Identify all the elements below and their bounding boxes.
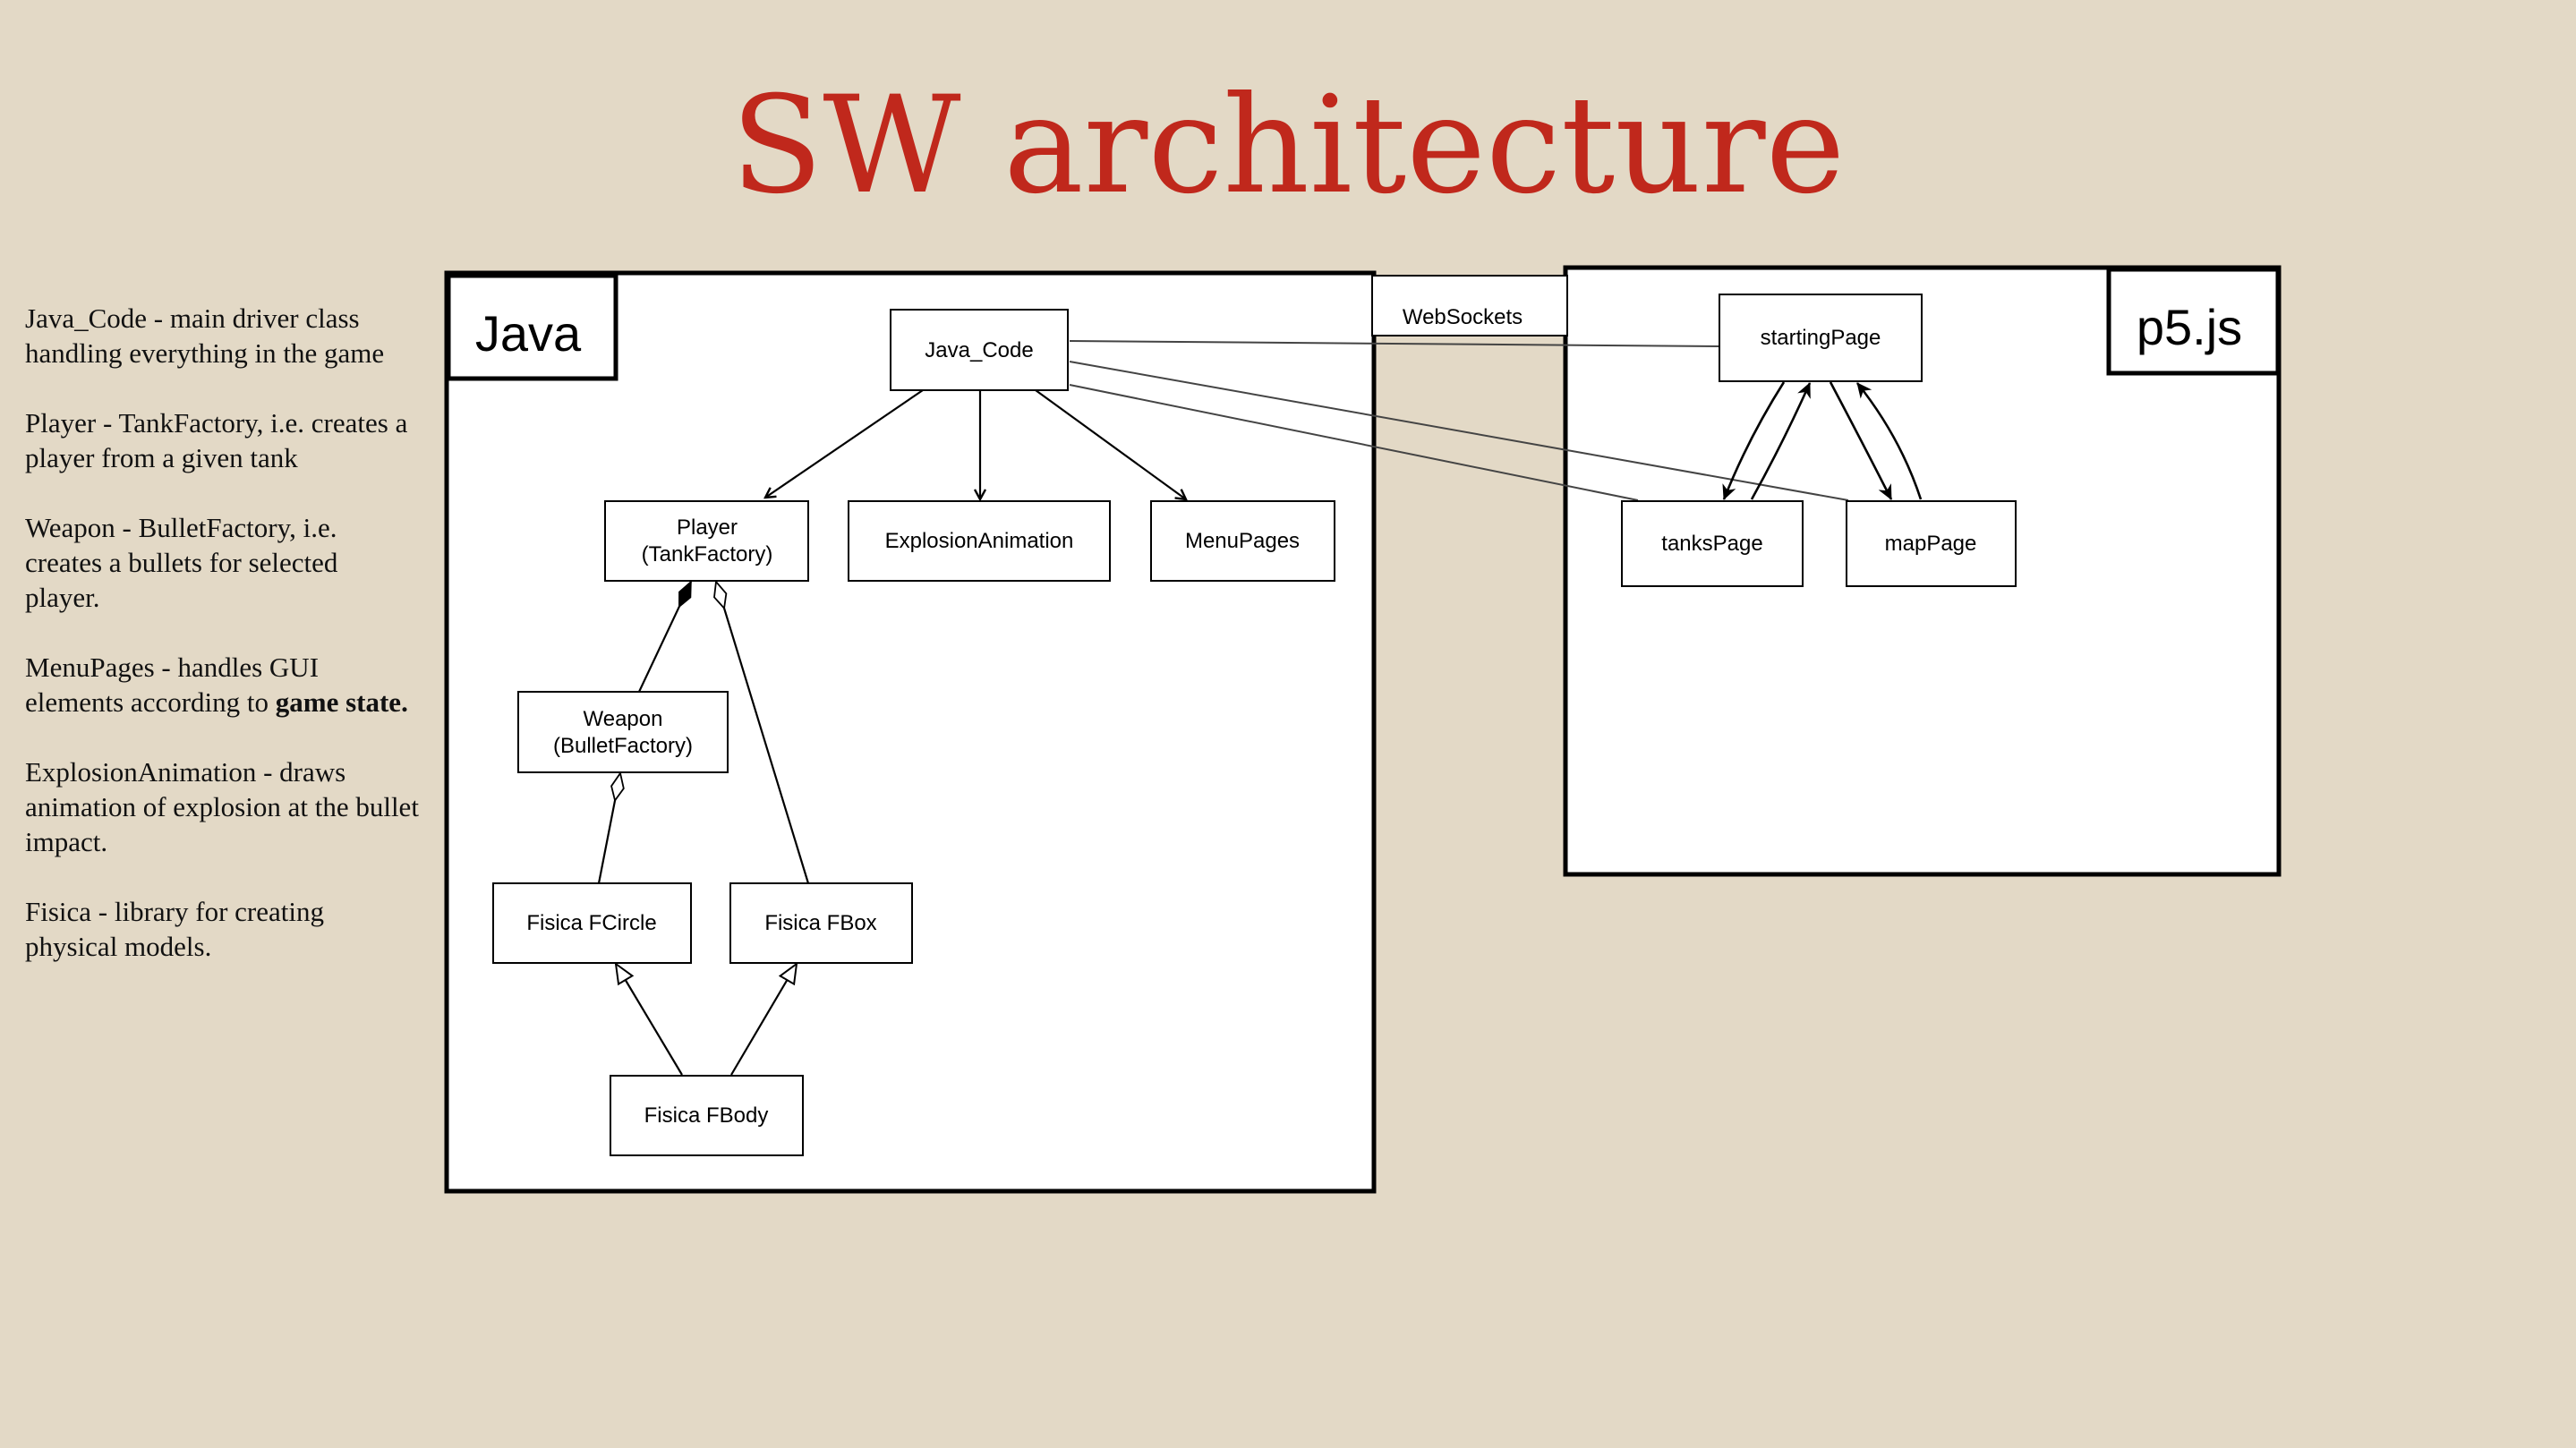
websockets-label: WebSockets [1403,305,1523,329]
note-menupages-bold: game state. [275,686,408,718]
java-label-box [446,273,618,381]
fbox-box [729,882,913,964]
menupages-label: MenuPages [1185,529,1300,553]
edge-tankspage-startingpage [1750,382,1812,500]
explosion-label: ExplosionAnimation [885,529,1074,553]
edge-javacode-player [765,389,924,498]
p5js-label: p5.js [2137,299,2242,355]
fbody-box [610,1075,804,1156]
tanks-page-label: tanksPage [1661,532,1762,556]
fbody-label: Fisica FBody [644,1103,769,1128]
note-fisica-text: Fisica - library for creating physical m… [25,896,324,962]
note-menupages: MenuPages - handles GUI elements accordi… [25,650,419,720]
java-label: Java [475,305,582,362]
websockets-box [1371,275,1568,336]
edge-fcircle-weapon [597,773,620,884]
weapon-box [517,691,729,773]
note-player-text: Player - TankFactory, i.e. creates a pla… [25,407,408,473]
edge-fbody-fbox [730,964,797,1076]
weapon-label-line2: (BulletFactory) [553,734,693,758]
note-player: Player - TankFactory, i.e. creates a pla… [25,405,419,475]
player-box [604,500,809,582]
tanks-page-box [1621,500,1804,587]
edge-javacode-tankspage [1069,384,1639,501]
edge-javacode-startingpage [1069,340,1720,347]
note-weapon-text: Weapon - BulletFactory, i.e. creates a b… [25,512,338,613]
edge-fbody-fcircle [616,964,683,1076]
notes-panel: Java_Code - main driver class handling e… [25,301,419,999]
note-explosion-text: ExplosionAnimation - draws animation of … [25,756,419,857]
p5js-label-box [2106,267,2281,376]
fbox-label: Fisica FBox [764,911,876,935]
fcircle-box [492,882,692,964]
edge-mappage-startingpage [1855,382,1923,500]
edge-weapon-player [638,582,692,693]
player-label-line2: (TankFactory) [642,542,773,566]
map-page-label: mapPage [1885,532,1977,556]
fcircle-label: Fisica FCircle [526,911,656,935]
note-fisica: Fisica - library for creating physical m… [25,894,419,964]
map-page-box [1846,500,2017,587]
note-menupages-text: MenuPages - handles GUI elements accordi… [25,652,320,718]
edge-startingpage-mappage [1829,381,1893,500]
slide-title: SW architecture [730,68,1846,224]
player-label-line1: Player [677,515,738,540]
java-code-label: Java_Code [925,338,1033,362]
menupages-box [1150,500,1335,582]
starting-page-box [1719,294,1923,382]
edge-fbox-player [716,582,810,884]
edge-javacode-mappage [1069,361,1849,501]
note-explosion: ExplosionAnimation - draws animation of … [25,754,419,859]
explosion-box [848,500,1111,582]
weapon-label-line1: Weapon [584,707,663,731]
java-code-box [890,309,1069,391]
starting-page-label: startingPage [1761,326,1881,350]
edge-startingpage-tankspage [1722,381,1786,500]
note-weapon: Weapon - BulletFactory, i.e. creates a b… [25,510,419,615]
note-java-code-text: Java_Code - main driver class handling e… [25,302,385,369]
note-java-code: Java_Code - main driver class handling e… [25,301,419,371]
edge-javacode-menupages [1035,389,1186,499]
